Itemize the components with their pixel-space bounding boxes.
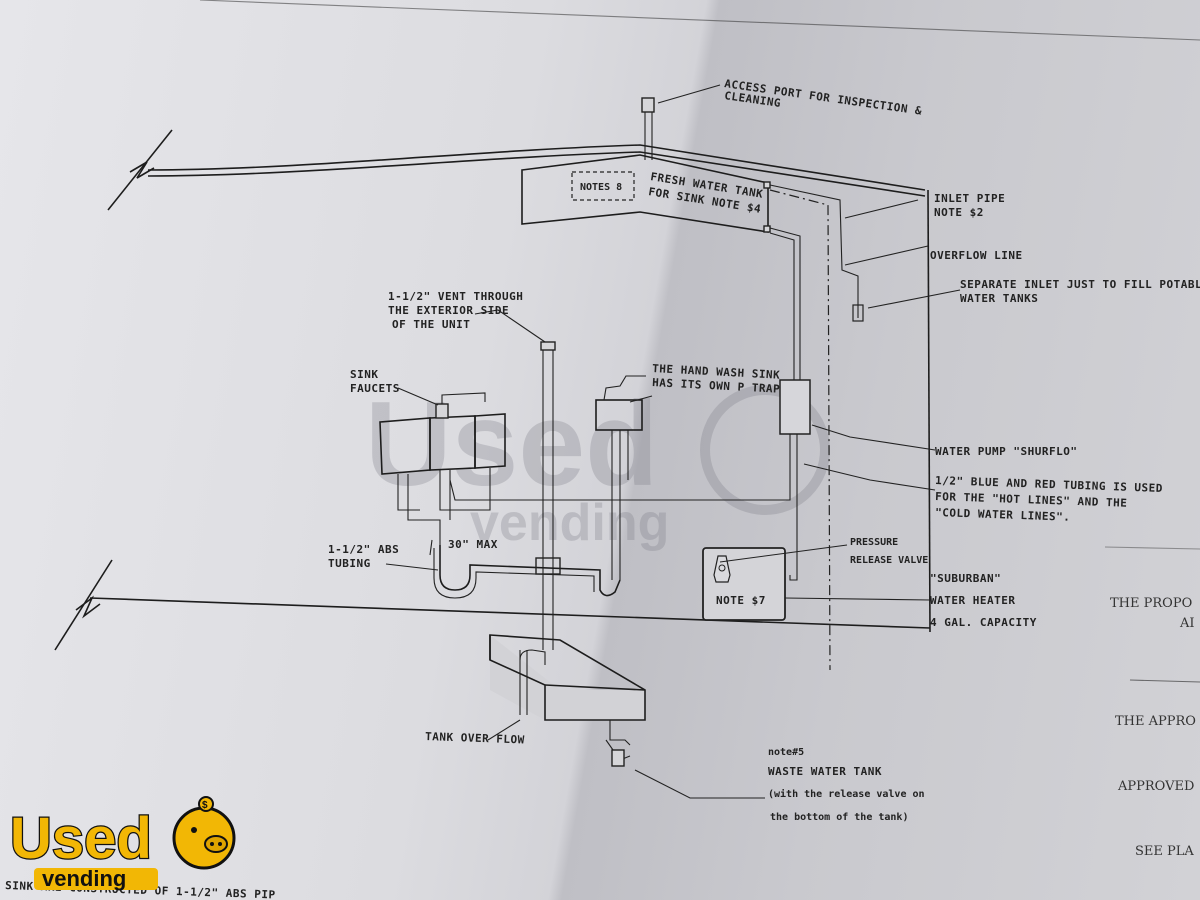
roof-line: [147, 144, 926, 191]
tank-fitting-bottom: [763, 225, 771, 233]
pump-outlet-tubing: [789, 434, 798, 581]
paper-edge: [199, 0, 1200, 41]
inlet-pipe-line: [769, 189, 831, 671]
label-heater-2: WATER HEATER: [930, 594, 1015, 607]
label-sink-faucets-1: SINK: [350, 368, 379, 381]
leader-lines: [385, 199, 961, 799]
p-traps-and-drain: [433, 545, 621, 599]
right-page-line-4: APPROVED: [1117, 779, 1194, 794]
label-sink-faucets-2: FAUCETS: [350, 382, 400, 395]
label-waste-2: (with the release valve on: [768, 788, 925, 800]
label-separate-inlet-2: WATER TANKS: [960, 292, 1038, 305]
label-heater-3: 4 GAL. CAPACITY: [930, 616, 1037, 629]
label-separate-inlet-1: SEPARATE INLET JUST TO FILL POTABLE: [960, 278, 1200, 291]
label-overflow-line: OVERFLOW LINE: [930, 249, 1023, 262]
label-inlet-pipe-1: INLET PIPE: [934, 192, 1005, 205]
pressure-valve-icon: [713, 555, 731, 583]
waste-water-tank: [489, 634, 646, 767]
right-page-line-2: AI: [1179, 616, 1195, 631]
label-note5: note#5: [768, 747, 804, 758]
label-notes8: NOTES 8: [580, 182, 622, 193]
label-note7: NOTE $7: [716, 594, 766, 607]
overflow-line: [769, 184, 859, 318]
access-port-leader: [657, 84, 721, 104]
break-symbol-top: [107, 129, 173, 211]
logo-used-text: Used: [10, 806, 152, 871]
supply-tubing: [769, 227, 801, 380]
tank-fitting-top: [763, 181, 771, 189]
label-inlet-pipe-2: NOTE $2: [934, 206, 984, 219]
label-heater-1: "SUBURBAN": [930, 572, 1001, 585]
water-pump: [779, 379, 811, 435]
label-waste-1: WASTE WATER TANK: [768, 765, 882, 778]
access-port: [641, 97, 655, 160]
notes-8-box: [571, 171, 635, 201]
three-compartment-sink: [379, 392, 506, 475]
svg-text:vending: vending: [470, 494, 669, 552]
right-page-fragment: THE PROPO AI THE APPRO APPROVED SEE PLA: [1104, 546, 1200, 859]
used-vending-logo: Used vending $: [9, 796, 236, 891]
label-pressure-2: RELEASE VALVE: [850, 555, 928, 566]
right-page-line-1: THE PROPO: [1110, 596, 1192, 611]
roof-line-inner: [147, 151, 926, 197]
vent-pipe: [540, 341, 556, 650]
sink-drains: [397, 468, 491, 545]
label-tubing-3: "COLD WATER LINES".: [935, 506, 1071, 524]
floor-line: [89, 597, 931, 629]
svg-text:$: $: [202, 800, 208, 811]
label-vent-2: THE EXTERIOR SIDE: [388, 304, 509, 317]
label-vent-1: 1-1/2" VENT THROUGH: [388, 290, 523, 303]
svg-text:Used: Used: [365, 377, 658, 511]
right-page-line-5: SEE PLA: [1135, 844, 1194, 859]
right-wall: [927, 189, 931, 633]
label-max30: 30" MAX: [448, 538, 498, 551]
label-abs-2: TUBING: [328, 557, 371, 570]
break-symbol-bottom: [54, 559, 113, 651]
label-vent-3: OF THE UNIT: [392, 318, 470, 331]
pig-mascot-icon: $: [172, 796, 236, 870]
separate-inlet-fitting: [852, 304, 864, 322]
max30-dimension: [429, 539, 433, 556]
right-page-line-3: THE APPRO: [1115, 714, 1196, 729]
label-tank-overflow: TANK OVER FLOW: [425, 730, 525, 746]
hot-cold-tubing: [449, 434, 791, 501]
label-pressure-1: PRESSURE: [850, 537, 898, 548]
label-water-pump: WATER PUMP "SHURFLO": [935, 445, 1077, 458]
label-abs-1: 1-1/2" ABS: [328, 543, 399, 556]
label-waste-3: the bottom of the tank): [770, 812, 908, 823]
hand-wash-sink: [595, 375, 646, 580]
logo-vending-text: vending: [42, 866, 126, 891]
